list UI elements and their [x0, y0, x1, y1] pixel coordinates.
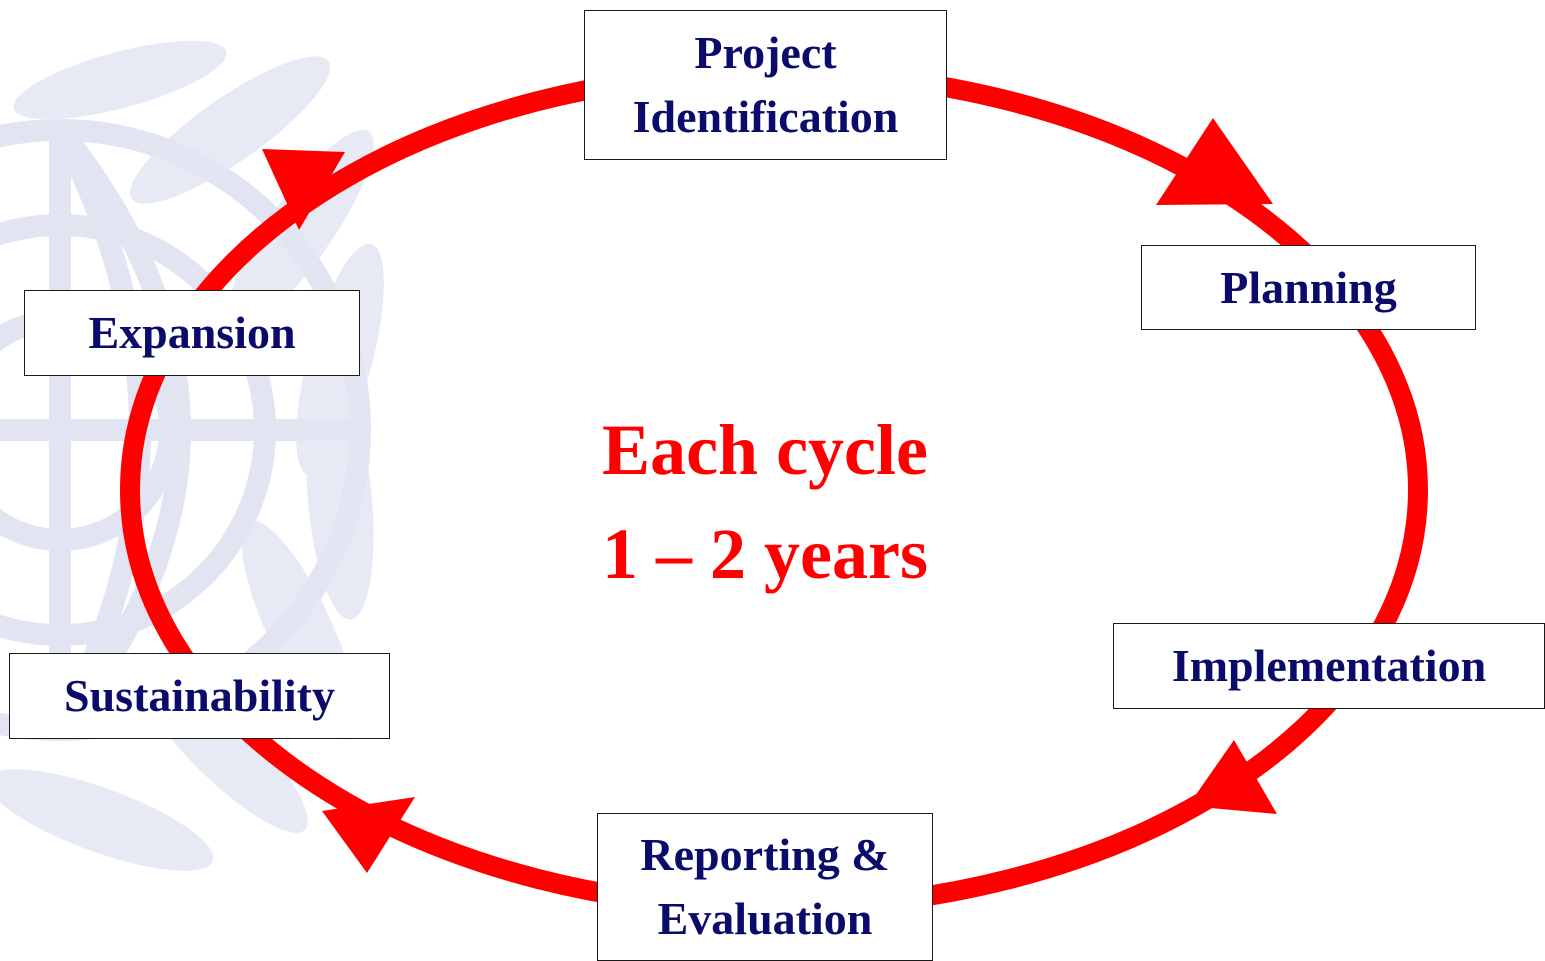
- arrowhead-top-left-icon: [262, 149, 345, 230]
- stage-reporting-evaluation-label: Reporting & Evaluation: [640, 829, 890, 944]
- arrowhead-top-right-icon: [1156, 118, 1273, 205]
- stage-project-identification-label: Project Identification: [632, 27, 899, 142]
- center-text-line1: Each cycle: [602, 410, 928, 490]
- arrowhead-bottom-right-icon: [1188, 740, 1277, 814]
- arrowhead-bottom-left-icon: [322, 797, 415, 873]
- cycle-duration-text: Each cycle 1 – 2 years: [465, 398, 1065, 606]
- stage-implementation: Implementation: [1113, 623, 1545, 709]
- stage-reporting-evaluation: Reporting & Evaluation: [597, 813, 933, 961]
- stage-sustainability-label: Sustainability: [64, 670, 335, 721]
- center-text-line2: 1 – 2 years: [602, 514, 928, 594]
- stage-expansion-label: Expansion: [88, 307, 296, 358]
- stage-planning-label: Planning: [1220, 261, 1397, 313]
- stage-expansion: Expansion: [24, 290, 360, 376]
- stage-project-identification: Project Identification: [584, 10, 947, 160]
- stage-implementation-label: Implementation: [1171, 640, 1487, 691]
- stage-sustainability: Sustainability: [9, 653, 390, 739]
- stage-planning: Planning: [1141, 245, 1476, 330]
